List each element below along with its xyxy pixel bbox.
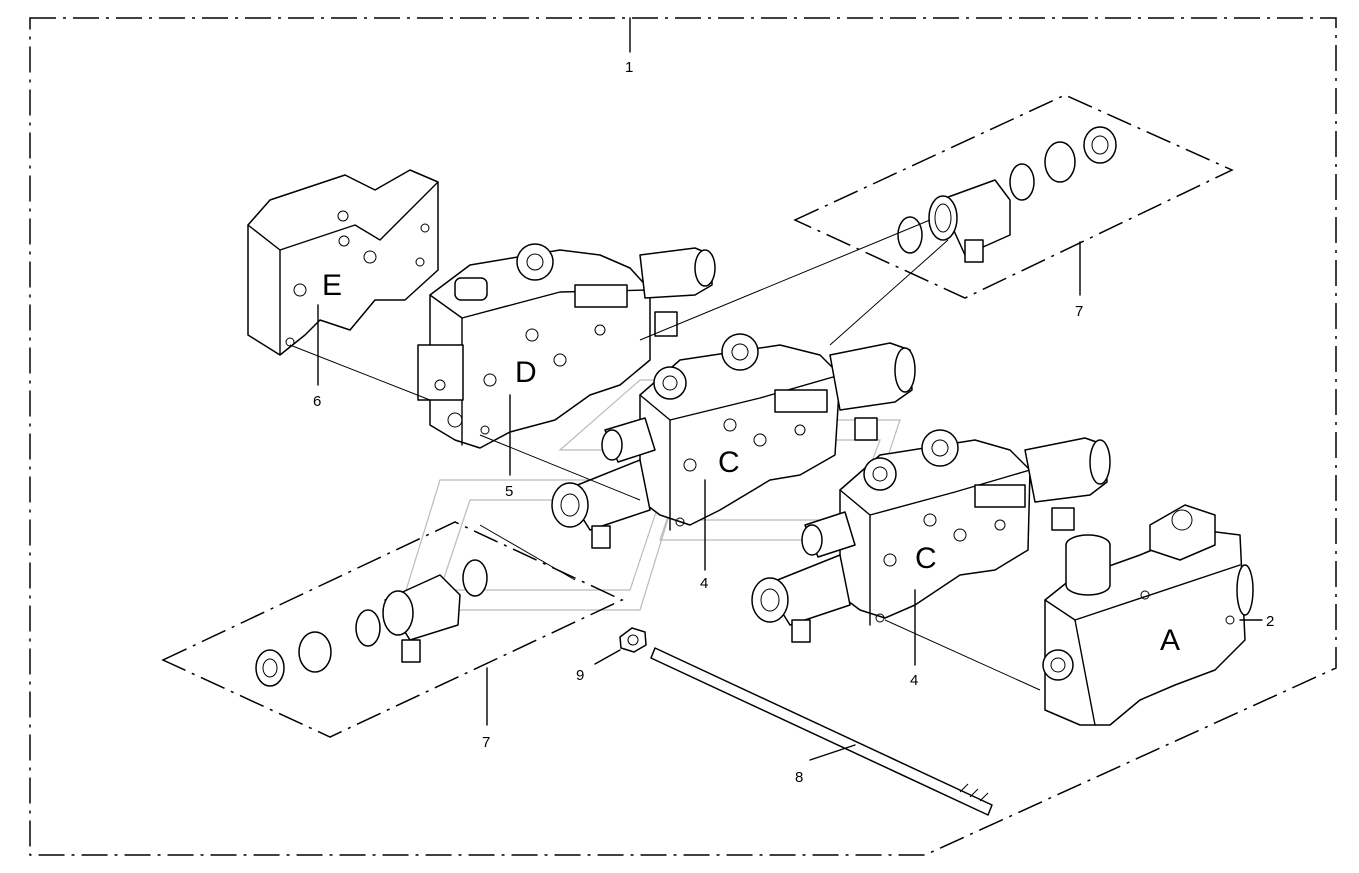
callout-2: 2 <box>1266 613 1274 630</box>
callout-8: 8 <box>795 769 803 786</box>
callout-6: 6 <box>313 393 321 410</box>
section-letter-c-upper: C <box>718 446 740 479</box>
callout-4-lower: 4 <box>910 672 918 689</box>
assembly-boundary <box>29 17 1337 856</box>
upper-seal-kit <box>639 94 1234 346</box>
callout-4-upper: 4 <box>700 575 708 592</box>
leader-8 <box>809 744 856 761</box>
section-letter-a: A <box>1160 624 1180 657</box>
section-letter-e: E <box>322 269 342 302</box>
callout-1: 1 <box>625 59 633 76</box>
valve-section-c-upper: C <box>551 333 916 549</box>
centerline-e-d <box>289 344 431 401</box>
section-letter-c-lower: C <box>915 542 937 575</box>
callout-9: 9 <box>576 667 584 684</box>
end-plate-e: E <box>247 169 439 356</box>
valve-section-d: D <box>417 243 716 449</box>
centerline-c-a <box>884 619 1041 691</box>
leader-9 <box>594 649 621 665</box>
inlet-section-a: A <box>1042 504 1254 726</box>
callout-7-lower: 7 <box>482 734 490 751</box>
section-letter-d: D <box>515 356 537 389</box>
callout-5: 5 <box>505 483 513 500</box>
tie-rod <box>650 647 993 816</box>
callout-7-upper: 7 <box>1075 303 1083 320</box>
valve-section-c-lower: C <box>751 429 1111 643</box>
lower-seal-kit <box>161 521 624 738</box>
hex-nut <box>619 627 647 653</box>
centerline-d-c <box>479 434 641 501</box>
